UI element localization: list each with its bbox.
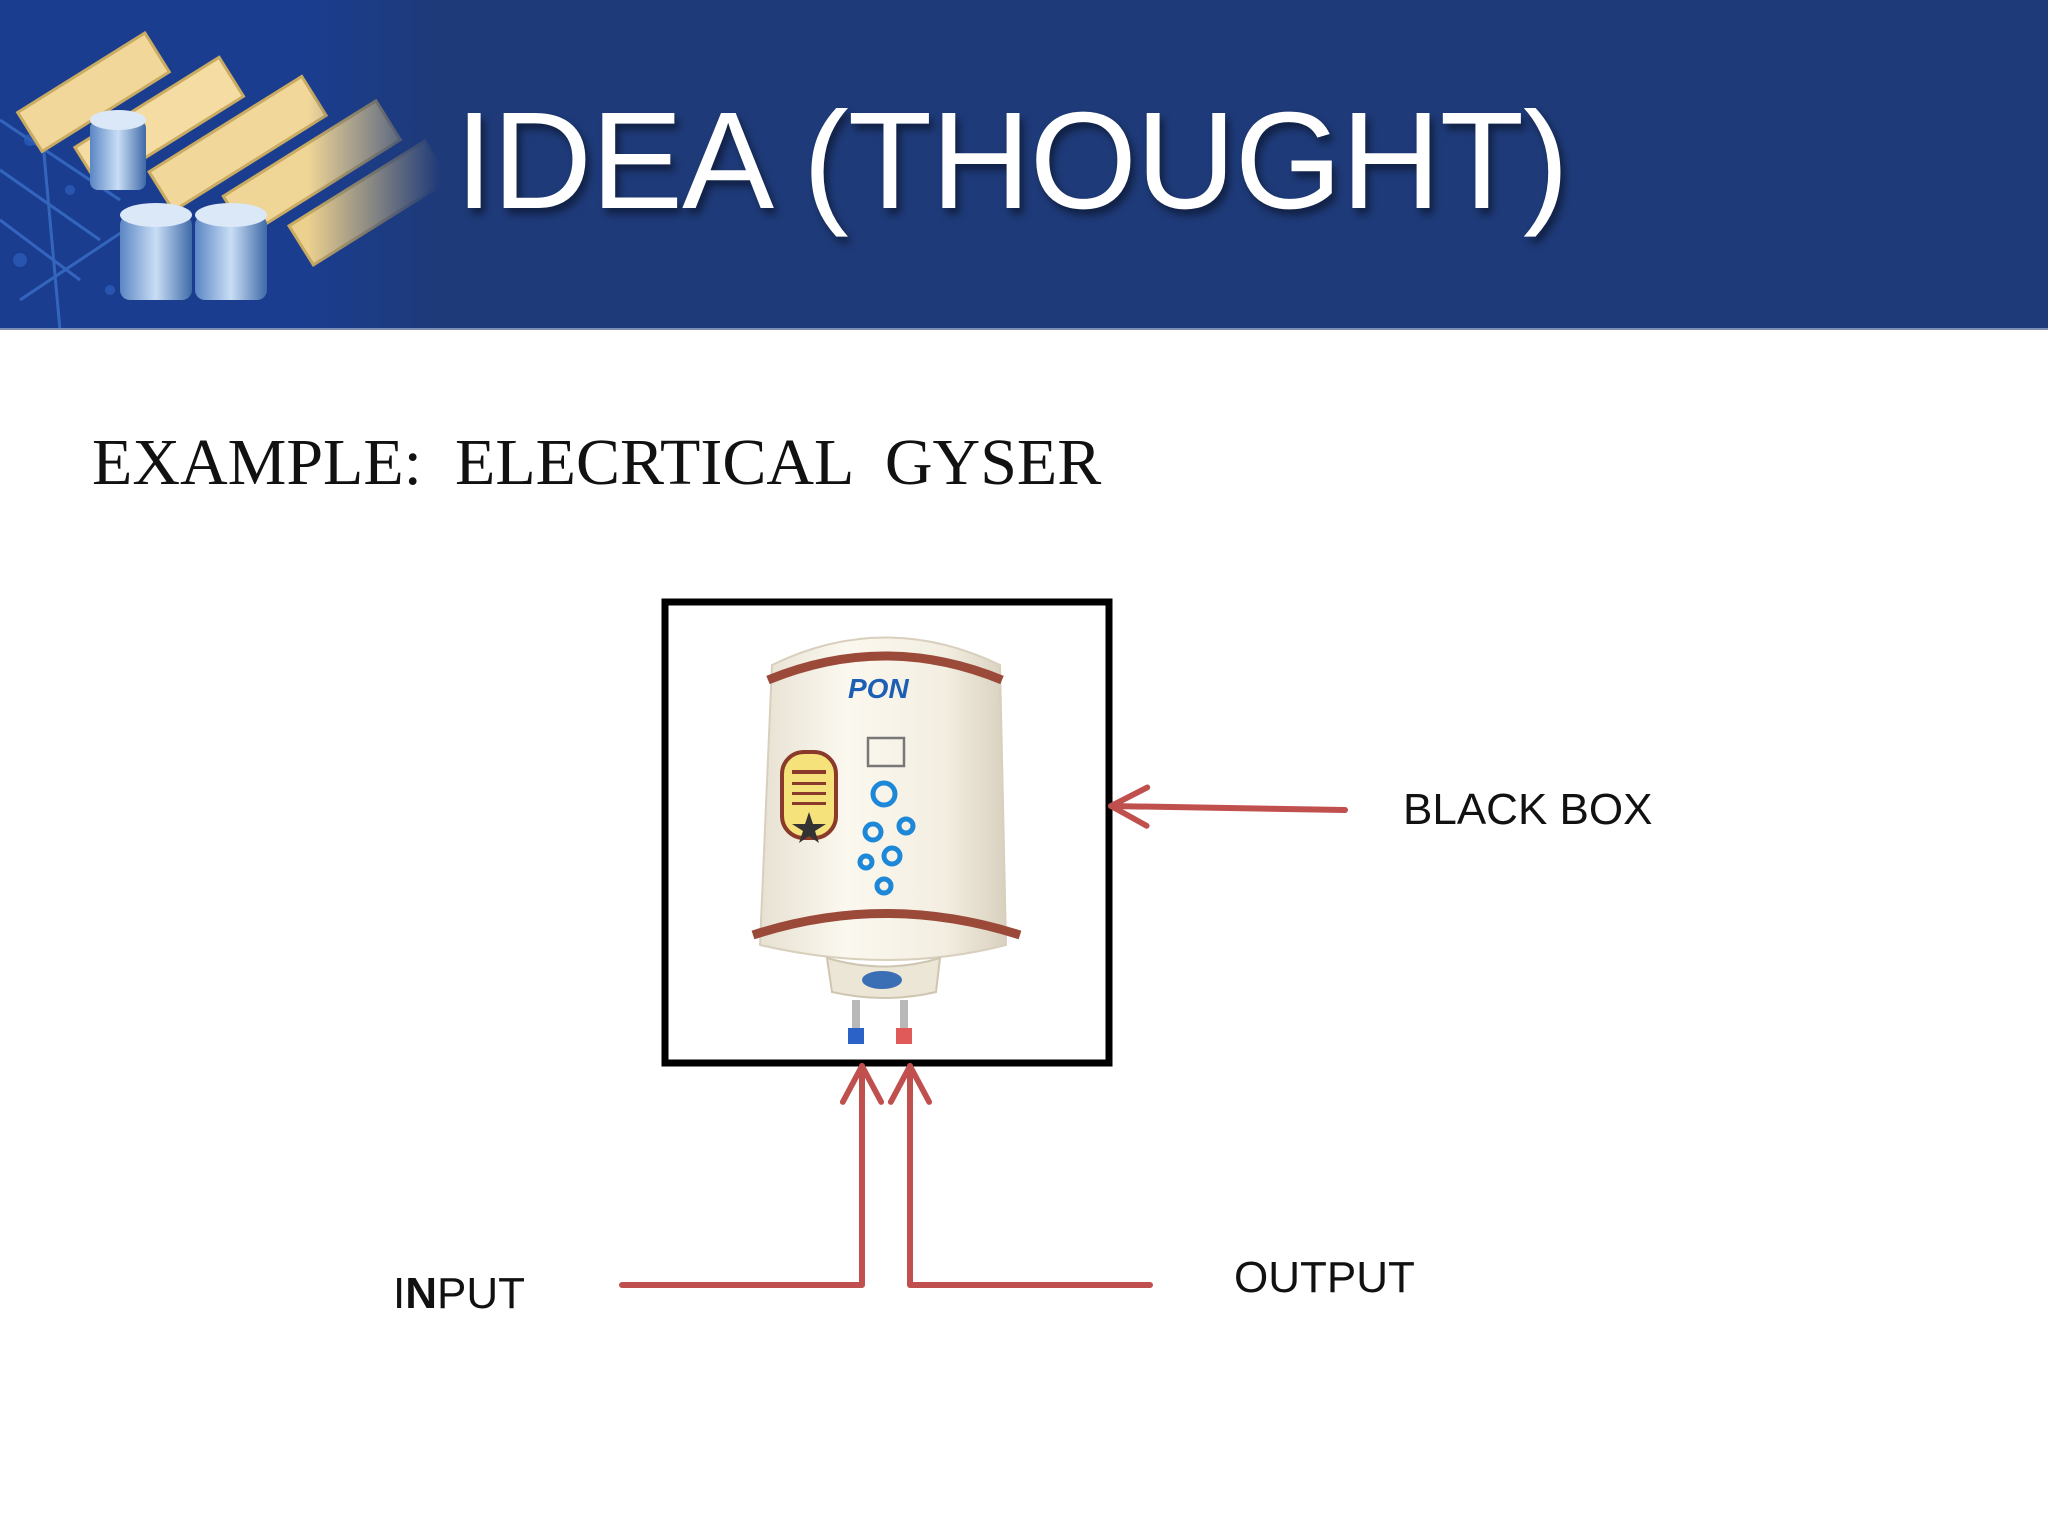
- header-banner: IDEA (THOUGHT): [0, 0, 2048, 330]
- output-arrow: [887, 1063, 1153, 1288]
- slide-title: IDEA (THOUGHT): [455, 84, 1569, 238]
- input-arrow: [619, 1063, 885, 1288]
- header-divider: [0, 328, 2048, 330]
- input-label-suffix: PUT: [437, 1269, 526, 1318]
- black-box-arrow: [1108, 784, 1348, 829]
- output-label: OUTPUT: [1234, 1253, 1415, 1302]
- input-label-prefix: I: [393, 1269, 406, 1318]
- black-box-label: BLACK BOX: [1403, 785, 1653, 834]
- input-label-bold-letter: N: [405, 1269, 438, 1318]
- input-label: INPUT: [393, 1272, 525, 1316]
- svg-text:PON: PON: [848, 673, 909, 704]
- example-heading: EXAMPLE: ELECRTICAL GYSER: [92, 426, 1102, 499]
- water-heater-image: PON: [751, 636, 1022, 1044]
- circuit-board-image: [0, 0, 440, 330]
